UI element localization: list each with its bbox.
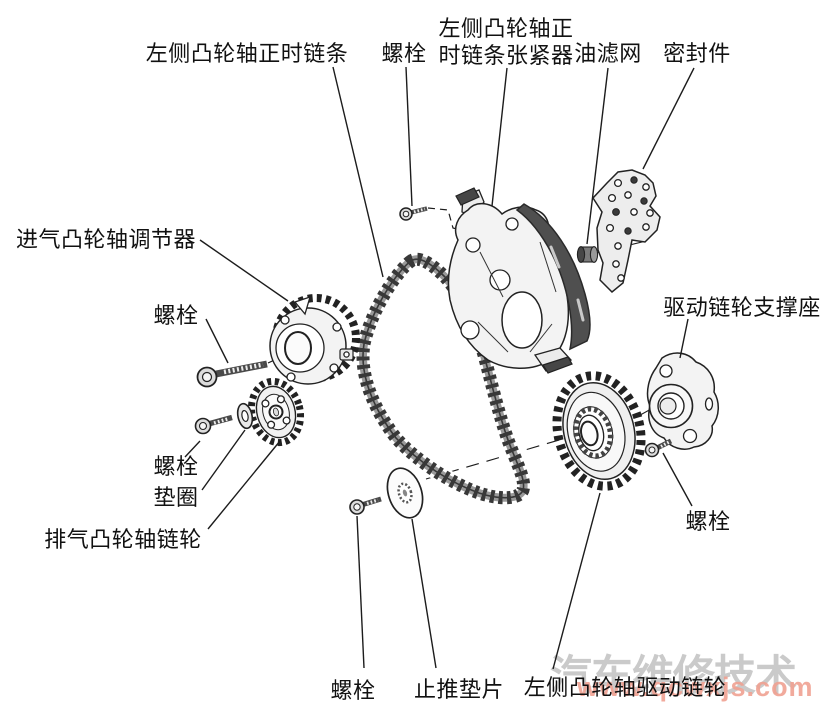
label-bolt-left-lower: 螺栓 bbox=[153, 454, 199, 479]
washer-drawing bbox=[236, 402, 254, 430]
bolt-top-drawing bbox=[399, 206, 428, 221]
label-bolt-top: 螺栓 bbox=[381, 41, 427, 66]
bolt-small-left-drawing bbox=[194, 414, 233, 435]
drive-sprocket-drawing bbox=[552, 371, 646, 491]
label-bolt-right: 螺栓 bbox=[685, 509, 731, 534]
label-timing-chain: 左侧凸轮轴正时链条 bbox=[145, 41, 349, 66]
label-thrust-washer: 止推垫片 bbox=[413, 677, 505, 702]
label-washer: 垫圈 bbox=[153, 485, 199, 510]
seal-drawing bbox=[592, 169, 661, 294]
label-tensioner-line2: 时链条张紧器 bbox=[438, 43, 574, 68]
label-oil-screen: 油滤网 bbox=[574, 41, 642, 66]
thrust-washer-drawing bbox=[386, 467, 424, 519]
watermark-site-url: www.qcwxjs.com bbox=[577, 672, 814, 702]
bolt-long-drawing bbox=[196, 360, 268, 388]
tensioner-drawing bbox=[447, 187, 591, 374]
label-support-bracket: 驱动链轮支撑座 bbox=[663, 295, 821, 320]
oil-screen-drawing bbox=[576, 246, 599, 263]
label-drive-sprocket: 左侧凸轮轴驱动链轮 bbox=[523, 675, 727, 700]
label-seal: 密封件 bbox=[663, 41, 731, 66]
bolt-right-drawing bbox=[644, 438, 673, 458]
exhaust-sprocket-drawing bbox=[247, 377, 305, 447]
label-tensioner-line1: 左侧凸轮轴正 bbox=[438, 16, 574, 41]
label-bolt-bottom: 螺栓 bbox=[330, 678, 376, 703]
support-bracket-drawing bbox=[646, 352, 719, 450]
label-exhaust-sprocket: 排气凸轮轴链轮 bbox=[44, 527, 202, 552]
label-tensioner: 左侧凸轮轴正 时链条张紧器 bbox=[438, 15, 573, 69]
intake-adjuster-drawing bbox=[269, 294, 360, 385]
label-bolt-left-upper: 螺栓 bbox=[153, 303, 199, 328]
label-intake-adjuster: 进气凸轮轴调节器 bbox=[15, 227, 197, 252]
bolt-bottom-drawing bbox=[349, 496, 382, 515]
leader-lines bbox=[184, 66, 695, 670]
watermark-site-name: 汽车维修技术网 bbox=[550, 652, 797, 699]
